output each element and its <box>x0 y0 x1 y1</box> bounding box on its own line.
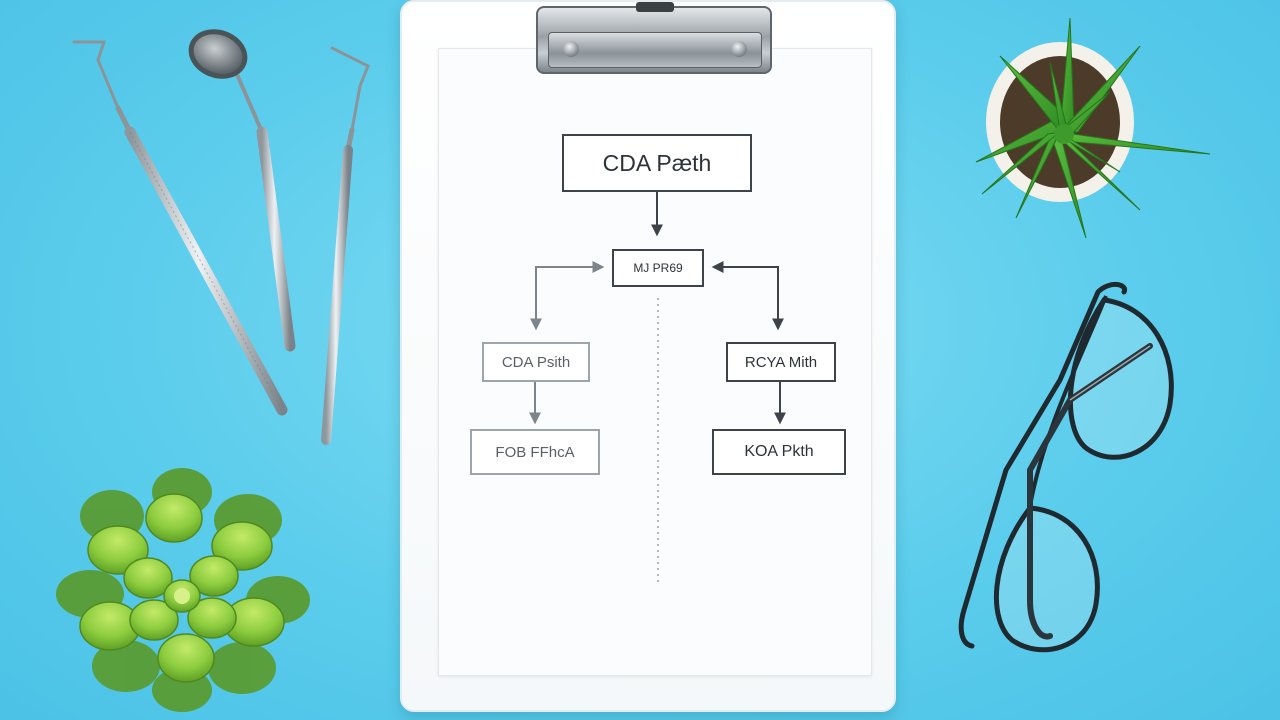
eyeglasses-icon <box>958 282 1174 653</box>
flowchart-node-right-lower: KOA Pkth <box>712 429 846 475</box>
flowchart-node-left-upper: CDA Psith <box>482 342 590 382</box>
flowchart-node-left-lower: FOB FFhcA <box>470 429 600 475</box>
potted-aloe-plant-icon <box>975 17 1211 239</box>
clipboard: CDA Pæth MJ PR69 CDA Psith FOB FFhcA RCY… <box>400 0 896 712</box>
dental-explorer-icon <box>72 40 288 416</box>
succulent-plant-icon <box>56 468 310 712</box>
connector-middle-to-left <box>530 261 605 331</box>
flowchart-connectors <box>529 192 786 586</box>
clip-plate <box>548 32 762 68</box>
clipboard-clip-icon <box>536 2 772 74</box>
flowchart-node-top: CDA Pæth <box>562 134 752 192</box>
dental-probe-icon <box>321 46 370 445</box>
dental-mirror-icon <box>188 29 296 352</box>
clip-rivet-left <box>563 41 579 57</box>
flowchart-node-right-upper: RCYA Mith <box>726 342 836 382</box>
clip-rivet-right <box>731 41 747 57</box>
flowchart-node-middle: MJ PR69 <box>612 249 704 287</box>
connector-middle-to-right <box>711 261 784 331</box>
clip-hinge <box>636 2 674 12</box>
